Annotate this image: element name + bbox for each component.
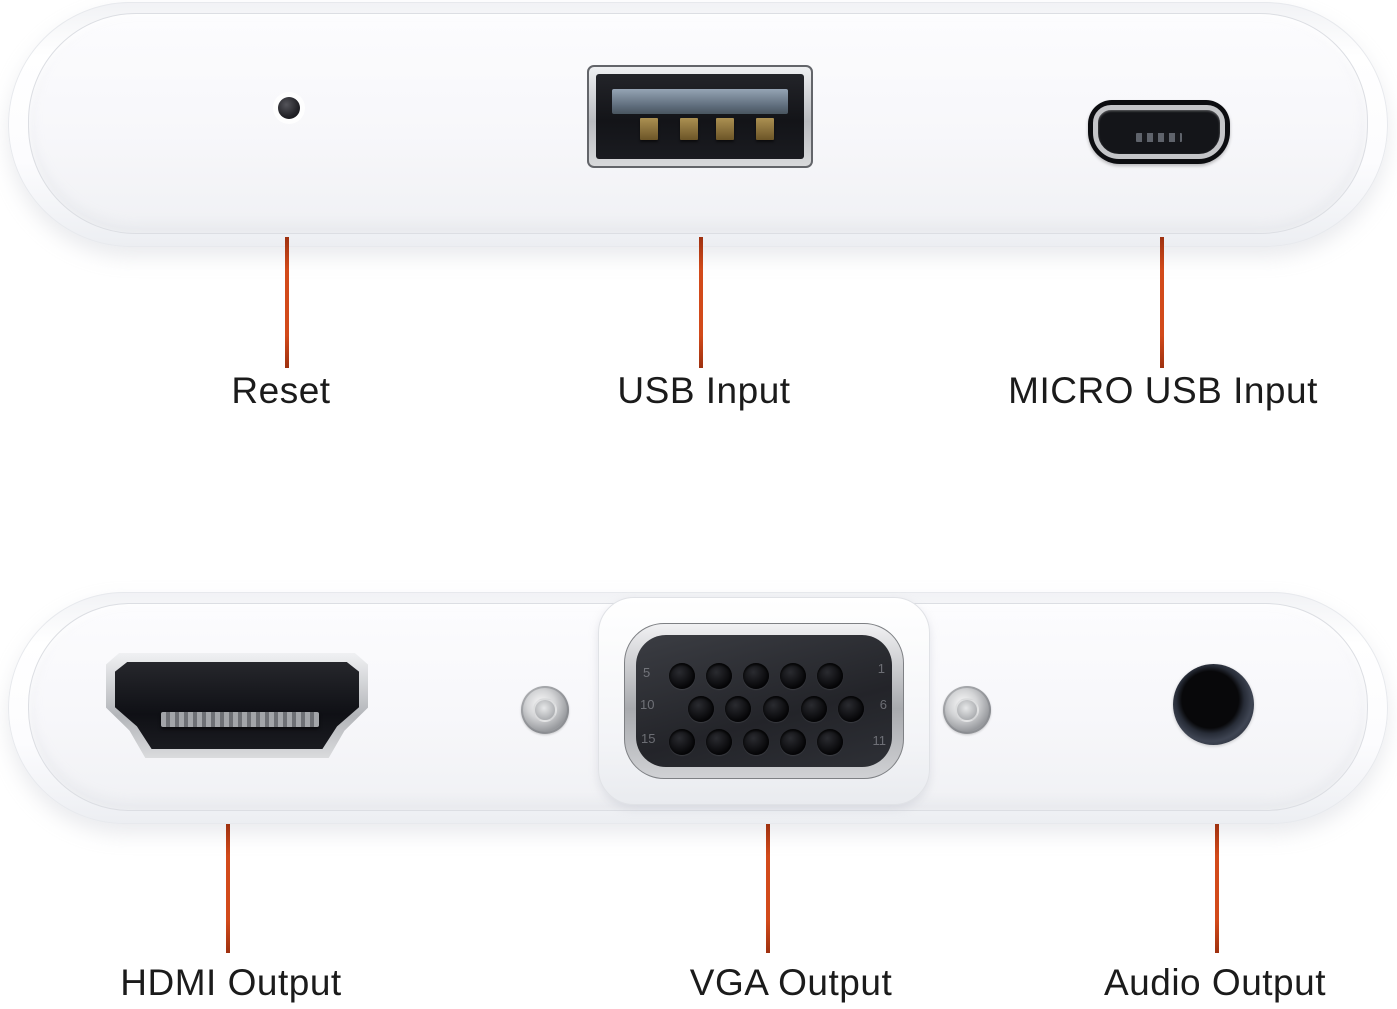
- vga-screw-left-inner: [533, 698, 557, 722]
- vga-hole: [817, 729, 843, 755]
- vga-screw-left: [521, 686, 569, 734]
- label-vga-output: VGA Output: [689, 962, 893, 1003]
- vga-hole: [706, 729, 732, 755]
- vga-pin-number: 11: [872, 733, 887, 748]
- vga-hole: [725, 696, 751, 722]
- vga-pin-number: 5: [643, 665, 651, 680]
- hdmi-port: [106, 653, 368, 758]
- vga-hole: [838, 696, 864, 722]
- leader-line-vga-output: [766, 824, 770, 953]
- vga-hole: [763, 696, 789, 722]
- label-reset: Reset: [231, 370, 331, 411]
- vga-pin-number: 1: [877, 661, 885, 676]
- vga-screw-right: [943, 686, 991, 734]
- vga-port: 5 1 10 6 15 11: [624, 623, 904, 779]
- vga-hole: [669, 663, 695, 689]
- vga-pin-number: 10: [640, 697, 655, 712]
- micro-usb-rim: [1093, 105, 1225, 159]
- audio-jack: [1173, 664, 1254, 745]
- usb-a-port: [587, 65, 813, 168]
- hdmi-cavity: [115, 662, 359, 749]
- vga-pin-number: 6: [879, 697, 887, 712]
- label-audio-output: Audio Output: [1104, 962, 1326, 1003]
- vga-hole: [817, 663, 843, 689]
- vga-screw-right-inner: [955, 698, 979, 722]
- usb-a-tongue: [612, 89, 788, 114]
- vga-hole: [780, 663, 806, 689]
- usb-contact-1: [640, 118, 658, 140]
- vga-hole: [743, 663, 769, 689]
- reset-pinhole: [278, 97, 300, 119]
- hdmi-pin-strip: [161, 712, 319, 727]
- vga-pin-number: 15: [641, 731, 656, 746]
- micro-usb-contacts: [1136, 133, 1182, 142]
- usb-contact-4: [756, 118, 774, 140]
- leader-line-usb-input: [699, 237, 703, 368]
- usb-a-cavity: [596, 74, 804, 159]
- label-micro-usb-input: MICRO USB Input: [1008, 370, 1318, 411]
- vga-hole: [669, 729, 695, 755]
- usb-contact-3: [716, 118, 734, 140]
- vga-hole: [801, 696, 827, 722]
- vga-hole: [706, 663, 732, 689]
- label-hdmi-output: HDMI Output: [120, 962, 342, 1003]
- vga-hole: [780, 729, 806, 755]
- leader-line-reset: [285, 237, 289, 368]
- vga-hole: [743, 729, 769, 755]
- micro-usb-port: [1088, 100, 1230, 164]
- leader-line-audio-output: [1215, 824, 1219, 953]
- usb-contact-2: [680, 118, 698, 140]
- leader-line-hdmi-output: [226, 824, 230, 953]
- leader-line-micro-usb-input: [1160, 237, 1164, 368]
- vga-hole: [688, 696, 714, 722]
- label-usb-input: USB Input: [617, 370, 791, 411]
